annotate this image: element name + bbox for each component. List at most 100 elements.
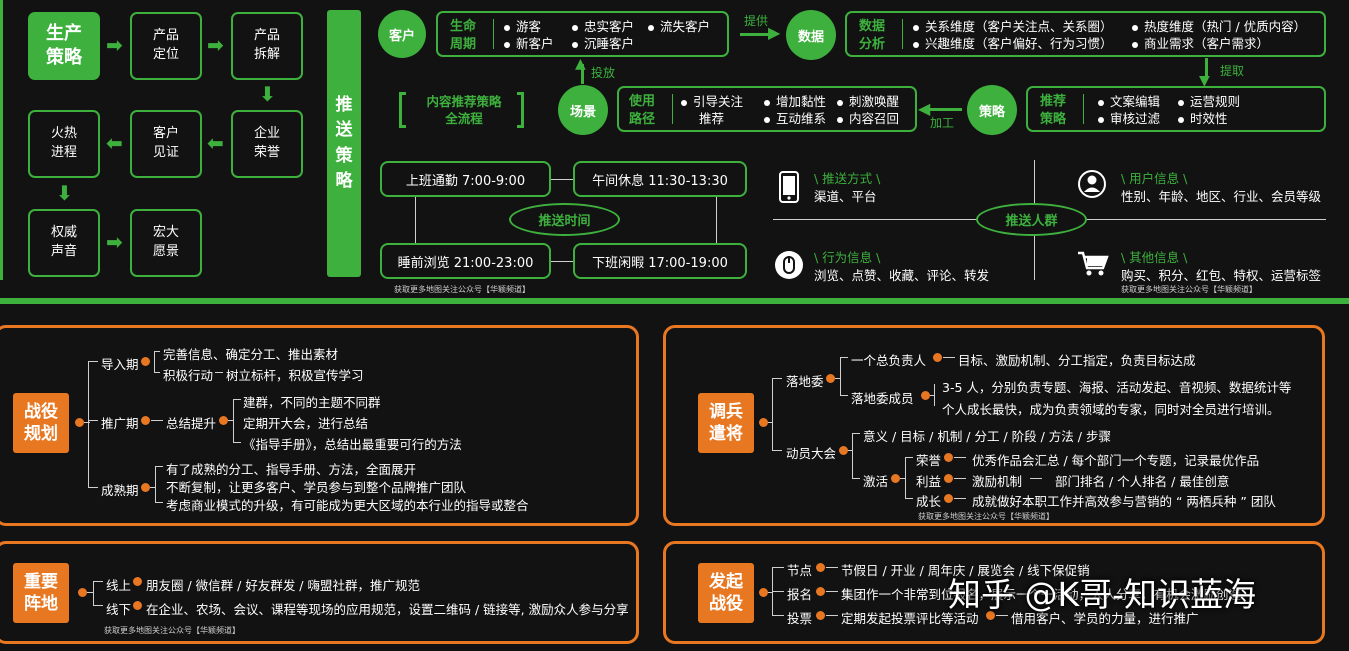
time-slot: 上班通勤 7:00-9:00 bbox=[380, 161, 551, 197]
stage-item: 有了成熟的分工、指导手册、方法，全面展开 bbox=[166, 462, 417, 477]
connector-dot bbox=[133, 577, 142, 586]
lifecycle-item: 流失客户 bbox=[648, 18, 710, 36]
tree-branch bbox=[93, 581, 94, 605]
arrow-down-icon: ▼ bbox=[1199, 73, 1210, 89]
user-icon bbox=[1077, 169, 1107, 204]
box-customer-testimony: 客户 见证 bbox=[130, 110, 202, 178]
recommend-strategy-title: 推荐 策略 bbox=[1040, 94, 1067, 127]
lifecycle-title: 生命 周期 bbox=[450, 19, 477, 52]
quadrant-text: 性别、年龄、地区、行业、会员等级 bbox=[1121, 189, 1322, 204]
tree-branch bbox=[930, 395, 935, 396]
tree-branch bbox=[155, 502, 163, 503]
connector bbox=[550, 179, 574, 180]
arrow-left-icon: ◀ bbox=[918, 99, 931, 118]
launch-row-label: 投票 bbox=[787, 611, 813, 626]
tree-branch bbox=[852, 433, 853, 478]
recommend-strategy-box: 推荐 策略 文案编辑 运营规则 审核过滤 时效性 bbox=[1026, 86, 1326, 132]
activate-item-label: 成长 bbox=[916, 494, 942, 509]
activate-item-label: 荣誉 bbox=[916, 453, 942, 468]
committee-label: 落地委 bbox=[786, 374, 824, 389]
divider bbox=[672, 94, 673, 124]
node-data: 数据 bbox=[786, 10, 836, 60]
usage-path-box: 使用 路径 引导关注 增加黏性 刺激唤醒 推荐 互动维系 内容召回 bbox=[617, 86, 917, 132]
connector-dot bbox=[816, 611, 825, 620]
usage-item: 刺激唤醒 bbox=[837, 93, 899, 111]
tree-branch bbox=[772, 378, 773, 450]
tree-branch bbox=[826, 567, 838, 568]
tree-branch bbox=[848, 450, 853, 451]
panel-deploy bbox=[663, 325, 1325, 526]
usage-path-title: 使用 路径 bbox=[629, 94, 656, 127]
activate-item-text: 部门排名 / 个人排名 / 最佳创意 bbox=[1055, 474, 1230, 489]
tree-branch bbox=[93, 605, 103, 606]
activate-item-mid: 激励机制 bbox=[972, 474, 1023, 489]
committee-item-line: 个人成长最快，成为负责领域的专家，同时对全员进行培训。 bbox=[942, 402, 1280, 417]
divider bbox=[902, 19, 903, 49]
extract-label: 提取 bbox=[1220, 64, 1245, 78]
content-strategy-title: 内容推荐策略 全流程 bbox=[426, 94, 502, 126]
connector-dot bbox=[826, 374, 835, 383]
push-strategy-title: 推 送 策 略 bbox=[327, 10, 361, 277]
quadrant-title: \ 其他信息 \ bbox=[1121, 250, 1188, 265]
data-item: 热度维度（热门 / 优质内容） bbox=[1132, 18, 1306, 36]
divider bbox=[493, 19, 494, 49]
stage-label: 导入期 bbox=[101, 357, 139, 372]
quadrant-title: \ 行为信息 \ bbox=[814, 250, 881, 265]
launch-row-text: 节假日 / 开业 / 周年庆 / 展览会 / 线下保促销 bbox=[841, 563, 1090, 578]
data-item: 关系维度（客户关注点、关系圈） bbox=[913, 18, 1113, 36]
connector-dot bbox=[944, 453, 953, 462]
stage-item: 建群，不同的主题不同群 bbox=[243, 395, 381, 410]
extract-line bbox=[1205, 58, 1208, 80]
node-scene: 场景 bbox=[558, 85, 608, 135]
connector-dot bbox=[816, 563, 825, 572]
lifecycle-box: 生命 周期 游客 忠实客户 流失客户 新客户 沉睡客户 bbox=[436, 11, 729, 57]
deliver-line bbox=[581, 64, 584, 84]
production-strategy-title: 生产 策略 bbox=[28, 12, 100, 80]
content-strategy-bracket-left bbox=[399, 92, 406, 128]
tree-branch bbox=[840, 395, 848, 396]
time-slot: 下班闲暇 17:00-19:00 bbox=[573, 243, 747, 279]
tree-branch bbox=[840, 357, 848, 358]
panel-launch-campaign bbox=[663, 541, 1325, 644]
provide-arrow bbox=[740, 33, 772, 36]
arrow-right-icon: ➡ bbox=[106, 230, 123, 254]
stage-item: 定期开大会，进行总结 bbox=[243, 416, 369, 431]
tree-branch bbox=[88, 420, 98, 421]
launch-campaign-badge: 发起 战役 bbox=[698, 563, 754, 623]
tree-branch bbox=[154, 372, 160, 373]
box-grand-vision: 宏大 愿景 bbox=[130, 209, 202, 277]
usage-item: 内容召回 bbox=[837, 110, 899, 128]
launch-row-label: 报名 bbox=[787, 587, 813, 602]
launch-row-extra: 借用客户、学员的力量，进行推广 bbox=[1011, 611, 1199, 626]
panel-campaign-planning bbox=[0, 325, 639, 526]
tree-branch bbox=[150, 487, 156, 488]
content-strategy-bracket-right bbox=[517, 92, 524, 128]
box-product-breakdown: 产品 拆解 bbox=[231, 12, 303, 80]
connector-dot bbox=[759, 588, 768, 597]
usage-item: 引导关注 bbox=[681, 93, 743, 111]
stage-item: 完善信息、确定分工、推出素材 bbox=[163, 347, 339, 362]
committee-item-label: 落地委成员 bbox=[851, 391, 914, 406]
activate-label: 激活 bbox=[863, 474, 889, 489]
key-front-badge: 重要 阵地 bbox=[13, 563, 69, 623]
connector-dot bbox=[219, 416, 228, 425]
connector-dot bbox=[891, 474, 900, 483]
recommend-item: 文案编辑 bbox=[1098, 93, 1160, 111]
connector bbox=[550, 261, 574, 262]
stage-item: 树立标杆，积极宣传学习 bbox=[226, 368, 364, 383]
usage-item: 增加黏性 bbox=[764, 93, 826, 111]
connector-dot bbox=[133, 601, 142, 610]
tree-branch bbox=[772, 591, 784, 592]
tree-branch bbox=[943, 357, 955, 358]
push-crowd-center: 推送人群 bbox=[976, 203, 1087, 236]
arrow-left-icon: ⬅ bbox=[106, 131, 123, 155]
tree-branch bbox=[772, 450, 782, 451]
campaign-planning-badge: 战役 规划 bbox=[13, 393, 69, 453]
arrow-down-icon: ⬇ bbox=[56, 181, 73, 205]
process-arrow bbox=[928, 108, 962, 111]
stage-label: 成熟期 bbox=[101, 483, 139, 498]
connector bbox=[415, 196, 416, 244]
push-time-center: 推送时间 bbox=[509, 203, 620, 236]
tree-branch bbox=[954, 457, 966, 458]
tree-branch bbox=[954, 478, 966, 479]
